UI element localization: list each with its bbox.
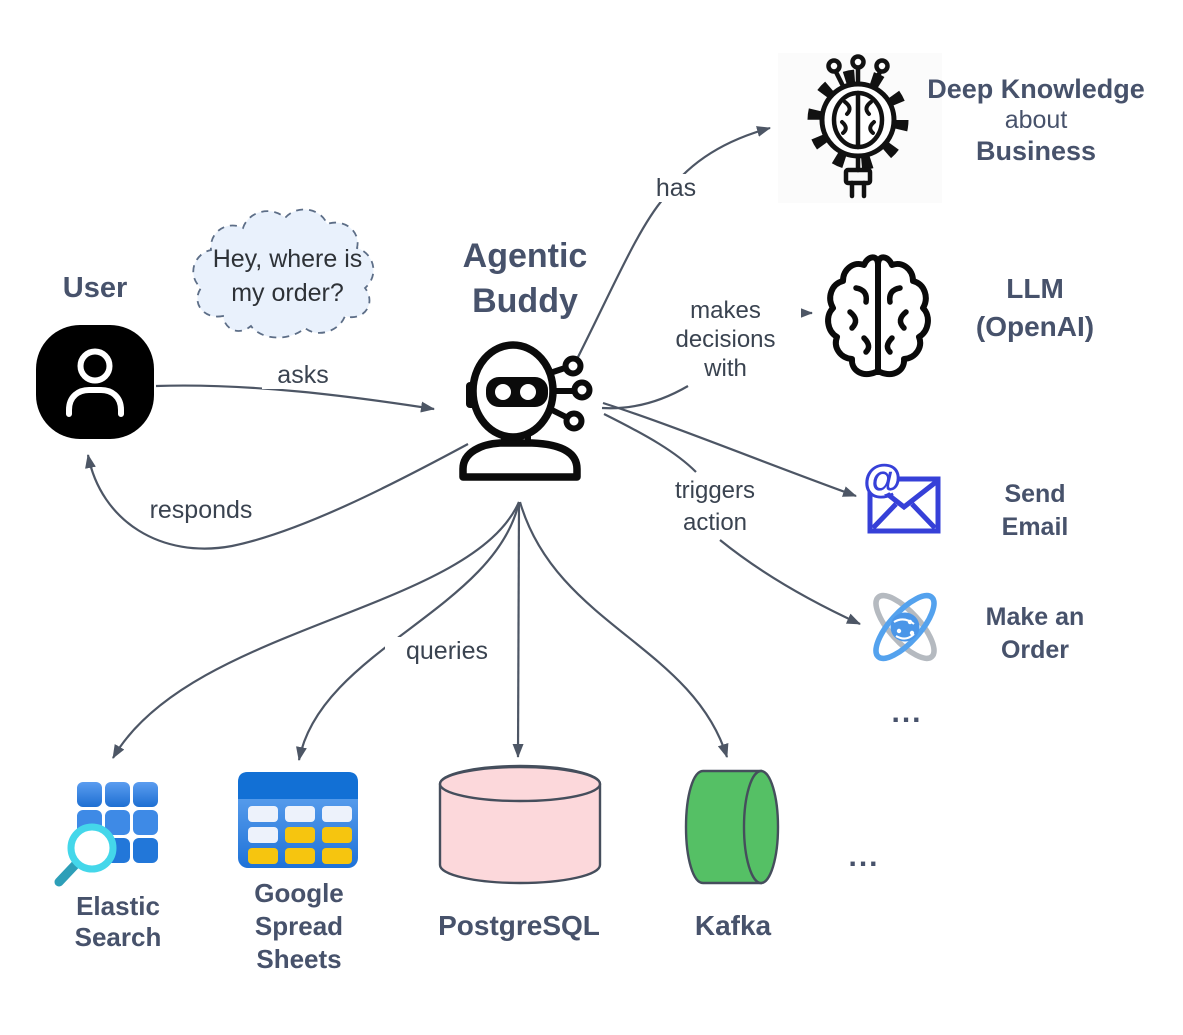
spreadsheet-icon xyxy=(238,772,358,868)
email-at-icon: @ xyxy=(863,457,941,534)
brain-icon xyxy=(825,254,931,378)
arrow-responds xyxy=(85,443,469,550)
edge-label-triggers: triggers action xyxy=(647,475,783,539)
edge-label-responds: responds xyxy=(133,496,269,524)
send-email-line2: Email xyxy=(1001,513,1069,541)
atom-globe-icon xyxy=(873,592,937,662)
deep-knowledge-label: Deep Knowledge about Business xyxy=(925,74,1147,167)
edge-label-queries: queries xyxy=(385,637,509,665)
arrow-queries-postgres xyxy=(512,501,524,758)
kafka-label: Kafka xyxy=(694,910,772,941)
sheets-line2: Spread xyxy=(254,911,344,941)
line-makes-decisions xyxy=(601,385,689,410)
line-triggers xyxy=(603,413,697,473)
deep-knowledge-line2: about xyxy=(1004,106,1068,134)
user-label: User xyxy=(62,272,128,304)
makes-line1: makes xyxy=(690,297,761,324)
at-symbol: @ xyxy=(863,457,902,501)
database-cylinder-icon xyxy=(438,764,602,885)
brain-gear-icon xyxy=(807,54,909,199)
llm-label: LLM (OpenAI) xyxy=(935,270,1135,346)
edge-label-asks: asks xyxy=(262,361,344,389)
sheets-line1: Google xyxy=(254,878,344,908)
sheets-line3: Sheets xyxy=(256,944,342,974)
elastic-label: Elastic Search xyxy=(48,891,188,953)
agent-title-line1: Agentic xyxy=(462,237,588,275)
edge-label-has: has xyxy=(644,174,708,202)
triggers-line2: action xyxy=(682,509,748,536)
arrow-queries-elastic xyxy=(112,501,521,759)
make-order-label: Make an Order xyxy=(945,601,1125,667)
arrow-send-email xyxy=(602,401,857,498)
user-icon xyxy=(36,325,154,439)
actions-ellipsis: ... xyxy=(891,696,923,729)
sources-ellipsis: ... xyxy=(848,840,880,873)
arrow-queries-kafka xyxy=(518,501,729,758)
elastic-line1: Elastic xyxy=(76,891,160,921)
send-email-line1: Send xyxy=(1004,480,1066,508)
sheets-label: Google Spread Sheets xyxy=(229,877,369,976)
make-order-line2: Order xyxy=(1000,636,1070,664)
magnifier-handle xyxy=(54,859,81,887)
magnifier-glass xyxy=(67,823,117,873)
makes-line3: with xyxy=(704,355,747,382)
bubble-text: Hey, where is my order? xyxy=(185,242,390,310)
edge-label-makes-decisions: makes decisions with xyxy=(650,296,801,383)
arrow-make-order xyxy=(719,539,861,625)
speech-cloud: Hey, where is my order? xyxy=(185,198,390,350)
deep-knowledge-line1: Deep Knowledge xyxy=(927,74,1145,104)
agent-title: Agentic Buddy xyxy=(420,234,630,324)
arrow-queries-sheets xyxy=(296,501,521,761)
make-order-line1: Make an xyxy=(985,603,1085,631)
agent-title-line2: Buddy xyxy=(472,282,578,320)
deep-knowledge-line3: Business xyxy=(975,136,1097,166)
kafka-cylinder-icon xyxy=(684,769,780,885)
elastic-line2: Search xyxy=(74,922,162,952)
makes-line2: decisions xyxy=(675,326,776,353)
postgres-label: PostgreSQL xyxy=(438,910,600,941)
bubble-line1: Hey, where is xyxy=(212,245,363,273)
llm-line2: (OpenAI) xyxy=(975,311,1095,342)
robot-icon xyxy=(459,341,593,481)
triggers-line1: triggers xyxy=(674,477,756,504)
arrow-asks xyxy=(155,384,435,413)
llm-line1: LLM xyxy=(1006,273,1064,304)
elastic-search-icon xyxy=(54,782,158,887)
cloud-shape-icon xyxy=(192,208,375,339)
bubble-line2: my order? xyxy=(231,279,344,307)
send-email-label: Send Email xyxy=(955,478,1115,544)
